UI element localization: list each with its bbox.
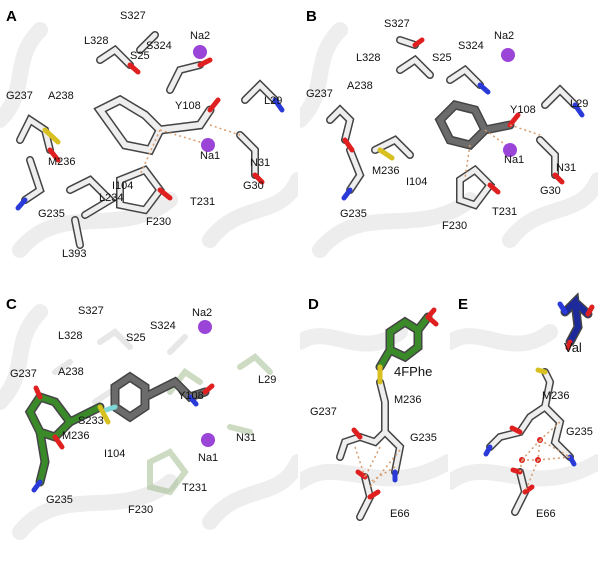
residue-label: Na2 <box>190 30 211 42</box>
residue-label: T231 <box>492 206 518 218</box>
ligand-label: 4FPhe <box>394 364 433 379</box>
residue-label: Na1 <box>504 154 525 166</box>
residue-label: L328 <box>356 52 381 64</box>
panel-c: C S327 Na2 L328 S25 S324 G237 A238 Y108 … <box>0 282 298 561</box>
panel-c-structure <box>0 304 298 540</box>
residue-label: G235 <box>38 208 65 220</box>
residue-label: I104 <box>104 448 126 460</box>
residue-label: Y108 <box>178 390 204 402</box>
residue-label: Y108 <box>510 104 536 116</box>
residue-label: S324 <box>150 320 176 332</box>
residue-label: G30 <box>243 180 264 192</box>
residue-label: S233 <box>78 415 104 427</box>
residue-label: G237 <box>10 368 37 380</box>
residue-label: S327 <box>120 10 146 22</box>
residue-label: G235 <box>410 432 437 444</box>
residue-label: N31 <box>236 432 257 444</box>
residue-label: M236 <box>62 430 90 442</box>
panel-letter: C <box>6 296 17 313</box>
residue-label: L234 <box>99 192 124 204</box>
panel-letter: D <box>308 296 319 313</box>
sodium-1-atom <box>201 138 215 152</box>
residue-label: G237 <box>306 88 333 100</box>
residue-label: E66 <box>390 508 410 520</box>
residue-label: L328 <box>58 330 83 342</box>
residue-label: I104 <box>406 176 428 188</box>
panel-letter: E <box>458 296 469 313</box>
residue-label: L29 <box>258 374 277 386</box>
residue-label: G235 <box>566 426 593 438</box>
residue-label: Na1 <box>200 150 221 162</box>
residue-label: Y108 <box>175 100 201 112</box>
residue-label: A238 <box>58 366 84 378</box>
residue-label: T231 <box>182 482 208 494</box>
residue-label: E66 <box>536 508 556 520</box>
panel-b: B S327 Na2 L328 S25 S324 G237 A238 Y108 … <box>300 0 598 280</box>
residue-label: S25 <box>126 332 146 344</box>
residue-label: G235 <box>46 494 73 506</box>
residue-label: L393 <box>62 248 87 260</box>
panel-a: A S327 Na2 L328 S25 S324 G237 A238 Y108 … <box>0 0 298 280</box>
residue-label: L328 <box>84 35 109 47</box>
sodium-2-atom <box>501 48 515 62</box>
residue-label: S324 <box>458 40 484 52</box>
residue-label: S324 <box>146 40 172 52</box>
panel-d-structure <box>300 307 448 521</box>
residue-label: S327 <box>384 18 410 30</box>
residue-label: A238 <box>48 90 74 102</box>
ligand-label: Val <box>564 340 582 355</box>
residue-label: M236 <box>48 156 76 168</box>
residue-label: N31 <box>250 157 271 169</box>
residue-label: F230 <box>128 504 154 516</box>
residue-label: F230 <box>442 220 468 232</box>
residue-label: M236 <box>372 165 400 177</box>
sodium-1-atom <box>201 433 215 447</box>
residue-label: S25 <box>432 52 452 64</box>
panel-a-structure <box>0 22 298 258</box>
residue-label: G237 <box>6 90 33 102</box>
residue-label: S327 <box>78 305 104 317</box>
residue-label: Na1 <box>198 452 219 464</box>
residue-label: M236 <box>394 394 422 406</box>
residue-label: Na2 <box>192 307 213 319</box>
panel-e-structure <box>450 292 598 516</box>
residue-label: F230 <box>146 216 172 228</box>
residue-label: A238 <box>347 80 373 92</box>
residue-label: I104 <box>112 180 134 192</box>
residue-label: L29 <box>264 95 283 107</box>
panel-letter: A <box>6 8 17 25</box>
residue-label: L29 <box>570 98 589 110</box>
sodium-2-atom <box>193 45 207 59</box>
residue-label: T231 <box>190 196 216 208</box>
residue-label: S25 <box>130 50 150 62</box>
residue-label: M236 <box>542 390 570 402</box>
panel-b-structure <box>300 22 598 258</box>
residue-label: G30 <box>540 185 561 197</box>
panel-letter: B <box>306 8 317 25</box>
panel-d: D 4FPhe G237 M236 G235 E66 <box>300 282 448 561</box>
sodium-2-atom <box>198 320 212 334</box>
residue-label: G237 <box>310 406 337 418</box>
residue-label: Na2 <box>494 30 515 42</box>
residue-label: N31 <box>556 162 577 174</box>
residue-label: G235 <box>340 208 367 220</box>
sodium-1-atom <box>503 143 517 157</box>
panel-e: E Val M236 G235 E66 <box>450 282 598 561</box>
